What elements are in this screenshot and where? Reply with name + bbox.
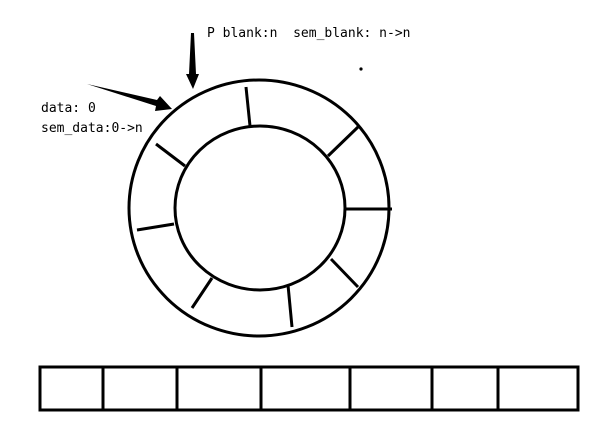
- slot-divider: [190, 277, 214, 309]
- slot-divider: [329, 257, 360, 289]
- ring-inner: [173, 124, 347, 292]
- sem-data-label: sem_data:0->n: [41, 121, 143, 136]
- producer-pointer-arrow: [186, 33, 199, 89]
- slot-divider: [244, 86, 252, 127]
- slot-divider: [136, 222, 175, 232]
- producer-blank-label: P blank:n sem_blank: n->n: [207, 26, 411, 41]
- stray-dot: [359, 67, 363, 71]
- array-outline: [38, 365, 580, 412]
- ring-slot-dividers: [136, 86, 392, 328]
- data-pointer-arrow: [87, 84, 172, 111]
- data-count-label: data: 0: [41, 101, 96, 116]
- slot-divider: [286, 284, 294, 328]
- linear-array: [38, 365, 580, 412]
- slot-divider: [326, 125, 360, 158]
- slot-divider: [155, 142, 186, 168]
